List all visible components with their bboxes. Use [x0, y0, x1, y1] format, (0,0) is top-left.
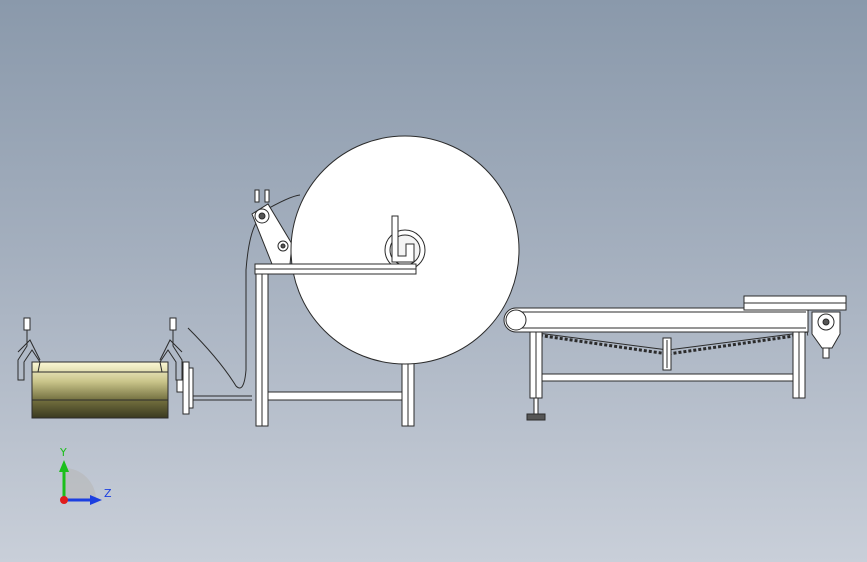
- roller-unit: [17, 317, 183, 419]
- triad-arc: [64, 468, 96, 500]
- right-holder-arm: [159, 317, 183, 381]
- belt-conveyor: [503, 295, 847, 421]
- guide-wheel: [176, 361, 252, 415]
- z-axis-arrow: [90, 495, 102, 505]
- roller-drum: [31, 361, 169, 419]
- stand-cross-brace: [267, 391, 403, 401]
- return-chain: [529, 332, 809, 356]
- leveling-foot: [526, 413, 546, 421]
- conveyor-crossbar: [541, 373, 794, 382]
- tension-arm: [251, 189, 293, 265]
- conveyor-belt: [503, 307, 809, 333]
- paper-web: [187, 194, 301, 389]
- left-holder-arm: [17, 317, 41, 381]
- z-axis-label: Z: [104, 487, 112, 500]
- y-axis-arrow: [59, 460, 69, 472]
- tail-pulley: [505, 309, 527, 331]
- paper-roll: [290, 135, 520, 365]
- axis-triad: Y Z: [59, 446, 112, 505]
- core-hook: [391, 215, 415, 263]
- x-axis-dot: [60, 496, 68, 504]
- y-axis-label: Y: [59, 446, 67, 459]
